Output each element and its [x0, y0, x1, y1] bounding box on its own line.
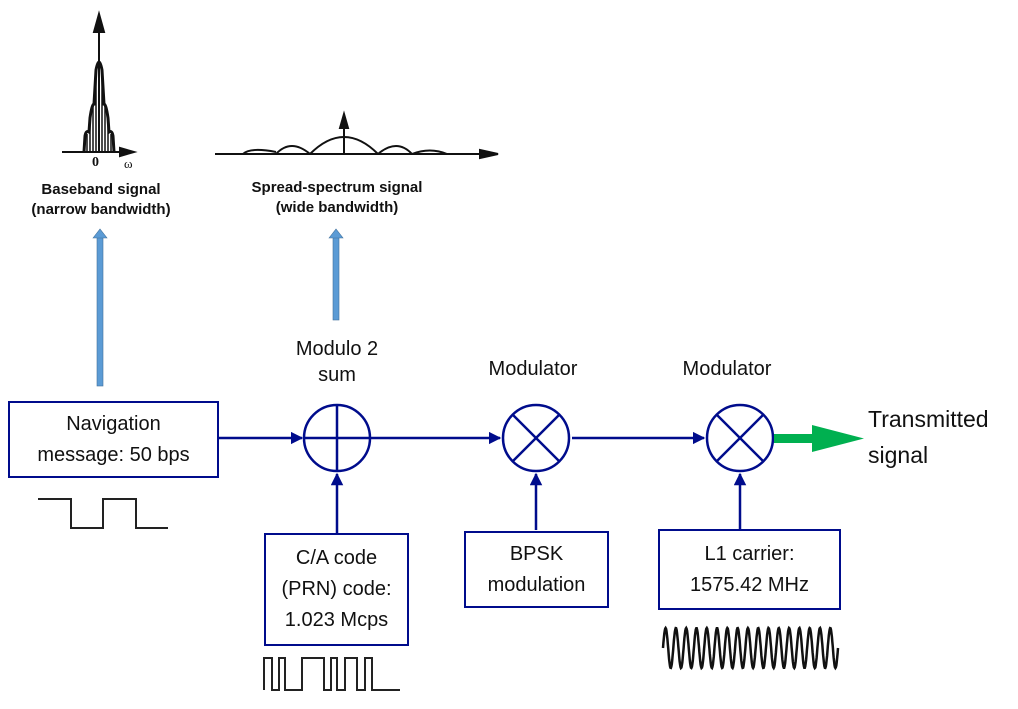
- baseband-freq-axis-arrowhead: [119, 146, 138, 158]
- modulator2-operator: [705, 403, 775, 473]
- spread-spectrum-plot: [215, 110, 499, 160]
- nav-data-waveform: [38, 498, 168, 529]
- transmitted-line1: Transmitted: [868, 406, 989, 432]
- ca-code-line3: 1.023 Mcps: [284, 609, 389, 631]
- baseband-subtitle: (narrow bandwidth): [31, 200, 171, 218]
- modulator1-operator: [501, 403, 571, 473]
- baseband-label: Baseband signal (narrow bandwidth): [6, 180, 196, 219]
- ca-code-line1: C/A code: [295, 547, 378, 569]
- baseband-spectrum-plot: [62, 10, 138, 158]
- bpsk-line1: BPSK: [509, 542, 564, 565]
- baseband-title: Baseband signal: [41, 181, 161, 198]
- navigation-message-block: Navigation message: 50 bps: [8, 401, 219, 478]
- baseband-origin-tick: 0: [92, 155, 99, 170]
- baseband-omega-label: ω: [124, 156, 133, 171]
- baseband-spectrum-envelope: [82, 60, 116, 153]
- baseband-indicator-arrow: [92, 228, 108, 387]
- carrier-line1: L1 carrier:: [704, 542, 795, 565]
- modulator1-label: Modulator: [488, 358, 578, 380]
- prn-chip-waveform: [263, 657, 400, 691]
- spread-spectrum-label: Spread-spectrum signal (wide bandwidth): [222, 178, 452, 217]
- carrier-sine-waveform: [661, 625, 840, 671]
- navigation-line1: Navigation: [66, 412, 161, 435]
- modulo2-label: Modulo 2 sum: [272, 336, 402, 388]
- navigation-line2: message: 50 bps: [37, 443, 190, 466]
- spread-amplitude-arrowhead: [338, 110, 350, 129]
- l1-carrier-block: L1 carrier: 1575.42 MHz: [658, 529, 841, 610]
- transmitted-output-arrow: [774, 425, 864, 452]
- carrier-line2: 1575.42 MHz: [690, 573, 809, 596]
- bpsk-line2: modulation: [487, 573, 586, 596]
- modulo2-sum-operator: [302, 403, 372, 473]
- baseband-amplitude-arrowhead: [92, 10, 106, 33]
- modulo2-label-line1: Modulo 2: [295, 338, 379, 360]
- ca-code-line2: (PRN) code:: [281, 578, 392, 600]
- spread-spectrum-lobes: [242, 136, 448, 155]
- spread-freq-axis-arrowhead: [479, 148, 499, 160]
- spread-indicator-arrow: [328, 228, 344, 321]
- spread-title: Spread-spectrum signal: [251, 179, 423, 196]
- baseband-spectrum-lines: [86, 76, 112, 152]
- bpsk-modulation-block: BPSK modulation: [464, 531, 609, 608]
- modulo2-label-line2: sum: [318, 364, 356, 386]
- ca-code-block: C/A code (PRN) code: 1.023 Mcps: [264, 533, 409, 646]
- spread-subtitle: (wide bandwidth): [275, 198, 399, 216]
- transmitted-signal-label: Transmitted signal: [868, 402, 989, 473]
- modulator2-label: Modulator: [682, 358, 772, 380]
- transmitted-line2: signal: [868, 441, 929, 468]
